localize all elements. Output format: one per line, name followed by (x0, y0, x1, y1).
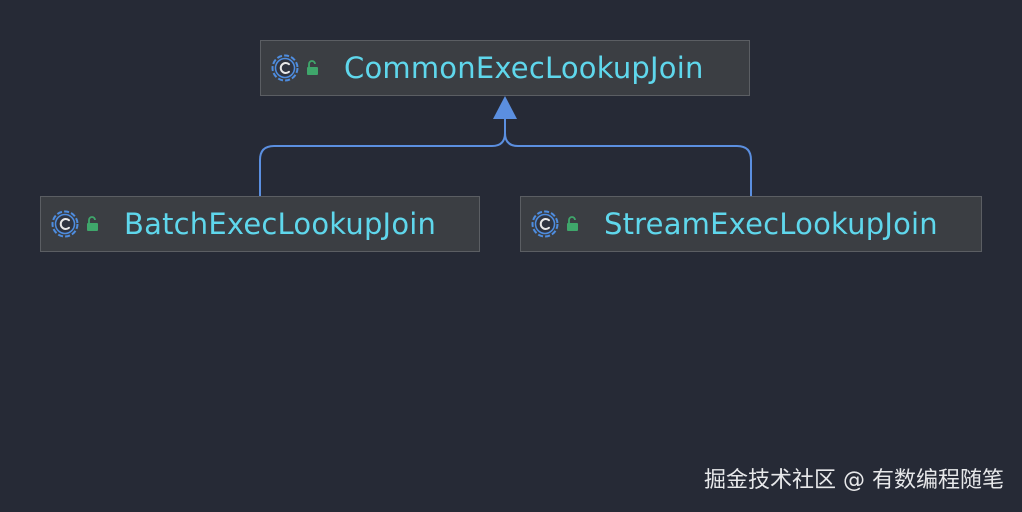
public-access-icon (87, 216, 98, 231)
class-c-icon (271, 54, 299, 82)
public-access-icon (307, 60, 318, 75)
class-node-batch[interactable]: BatchExecLookupJoin (40, 196, 480, 252)
watermark: 掘金技术社区 @ 有数编程随笔 (704, 468, 1004, 493)
class-node-common[interactable]: CommonExecLookupJoin (260, 40, 750, 96)
class-label: StreamExecLookupJoin (604, 207, 938, 241)
edge-stream-to-common (504, 118, 752, 196)
class-label: CommonExecLookupJoin (344, 51, 704, 85)
edge-batch-to-common (259, 118, 506, 196)
class-label: BatchExecLookupJoin (124, 207, 437, 241)
public-access-icon (567, 216, 578, 231)
class-c-icon (51, 210, 79, 238)
class-node-stream[interactable]: StreamExecLookupJoin (520, 196, 982, 252)
class-c-icon (531, 210, 559, 238)
inheritance-arrowhead (493, 96, 517, 119)
